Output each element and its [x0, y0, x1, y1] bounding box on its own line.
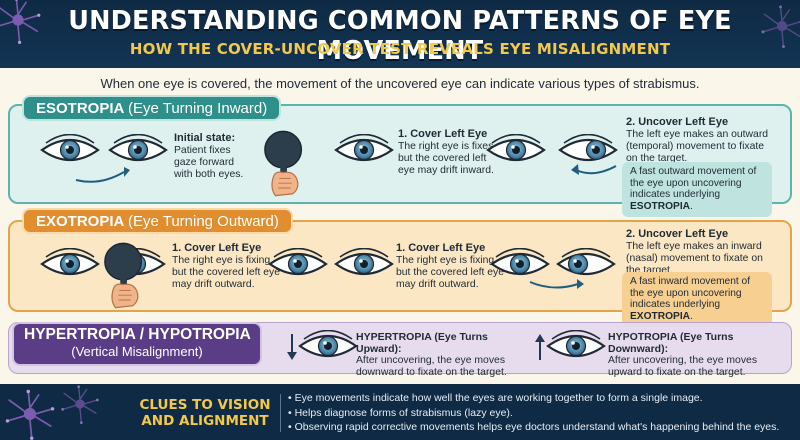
- list-item: Observing rapid corrective movements hel…: [288, 420, 780, 435]
- footer-bullet-list: Eye movements indicate how well the eyes…: [288, 391, 780, 435]
- footer-banner: CLUES TO VISION AND ALIGNMENT Eye moveme…: [0, 384, 800, 440]
- arrow-down-icon: [287, 334, 297, 360]
- neuron-icon: [60, 384, 100, 424]
- vertical-label-main: HYPERTROPIA / HYPOTROPIA: [24, 326, 251, 343]
- esotropia-label-main: ESOTROPIA: [36, 100, 124, 117]
- hypertropia-text: HYPERTROPIA (Eye Turns Upward): After un…: [356, 331, 507, 379]
- esotropia-initial-text: Initial state: Patient fixes gaze forwar…: [174, 132, 244, 180]
- exotropia-step1b-text: 1. Cover Left Eye The right eye is fixin…: [396, 242, 505, 290]
- page-subtitle: HOW THE COVER-UNCOVER TEST REVEALS EYE M…: [129, 40, 671, 58]
- exotropia-label-main: EXOTROPIA: [36, 213, 124, 230]
- eye-icon: [486, 134, 546, 166]
- hand-occluder-icon: [102, 240, 150, 312]
- arrow-icon: [529, 279, 584, 289]
- esotropia-step2-text: 2. Uncover Left Eye The left eye makes a…: [626, 116, 769, 164]
- esotropia-label: ESOTROPIA (Eye Turning Inward): [22, 95, 282, 121]
- footer-title: CLUES TO VISION AND ALIGNMENT: [139, 397, 271, 429]
- eye-icon: [108, 134, 168, 166]
- eye-icon: [298, 330, 358, 362]
- esotropia-note: A fast outward movement of the eye upon …: [622, 162, 772, 217]
- arrow-icon: [75, 167, 130, 183]
- exotropia-note: A fast inward movement of the eye upon u…: [622, 272, 772, 327]
- eye-icon: [40, 134, 100, 166]
- eye-icon: [334, 134, 394, 166]
- hypotropia-text: HYPOTROPIA (Eye Turns Downward): After u…: [608, 331, 758, 379]
- arrow-icon: [571, 164, 617, 175]
- hand-occluder-icon: [262, 128, 310, 200]
- header-banner: UNDERSTANDING COMMON PATTERNS OF EYE MOV…: [0, 0, 800, 68]
- vertical-label: HYPERTROPIA / HYPOTROPIA (Vertical Misal…: [12, 322, 262, 366]
- intro-text: When one eye is covered, the movement of…: [100, 76, 700, 91]
- exotropia-label: EXOTROPIA (Eye Turning Outward): [22, 208, 293, 234]
- exotropia-step2-text: 2. Uncover Left Eye The left eye makes a…: [626, 228, 763, 276]
- list-item: Eye movements indicate how well the eyes…: [288, 391, 779, 406]
- vertical-label-sub: (Vertical Misalignment): [71, 344, 203, 359]
- eye-icon: [546, 330, 606, 362]
- eye-icon: [268, 248, 328, 280]
- exotropia-step1-text: 1. Cover Left Eye The right eye is fixin…: [172, 242, 281, 290]
- page-title: UNDERSTANDING COMMON PATTERNS OF EYE MOV…: [68, 6, 732, 66]
- list-item: Helps diagnose forms of strabismus (lazy…: [288, 406, 779, 421]
- exotropia-label-paren: (Eye Turning Outward): [127, 213, 279, 230]
- esotropia-label-paren: (Eye Turning Inward): [127, 100, 268, 117]
- footer-divider: [280, 394, 281, 432]
- eye-icon: [40, 248, 100, 280]
- esotropia-step1-text: 1. Cover Left Eye The right eye is fixes…: [398, 128, 497, 176]
- arrow-up-icon: [535, 334, 545, 360]
- eye-icon: [334, 248, 394, 280]
- neuron-icon: [4, 388, 56, 440]
